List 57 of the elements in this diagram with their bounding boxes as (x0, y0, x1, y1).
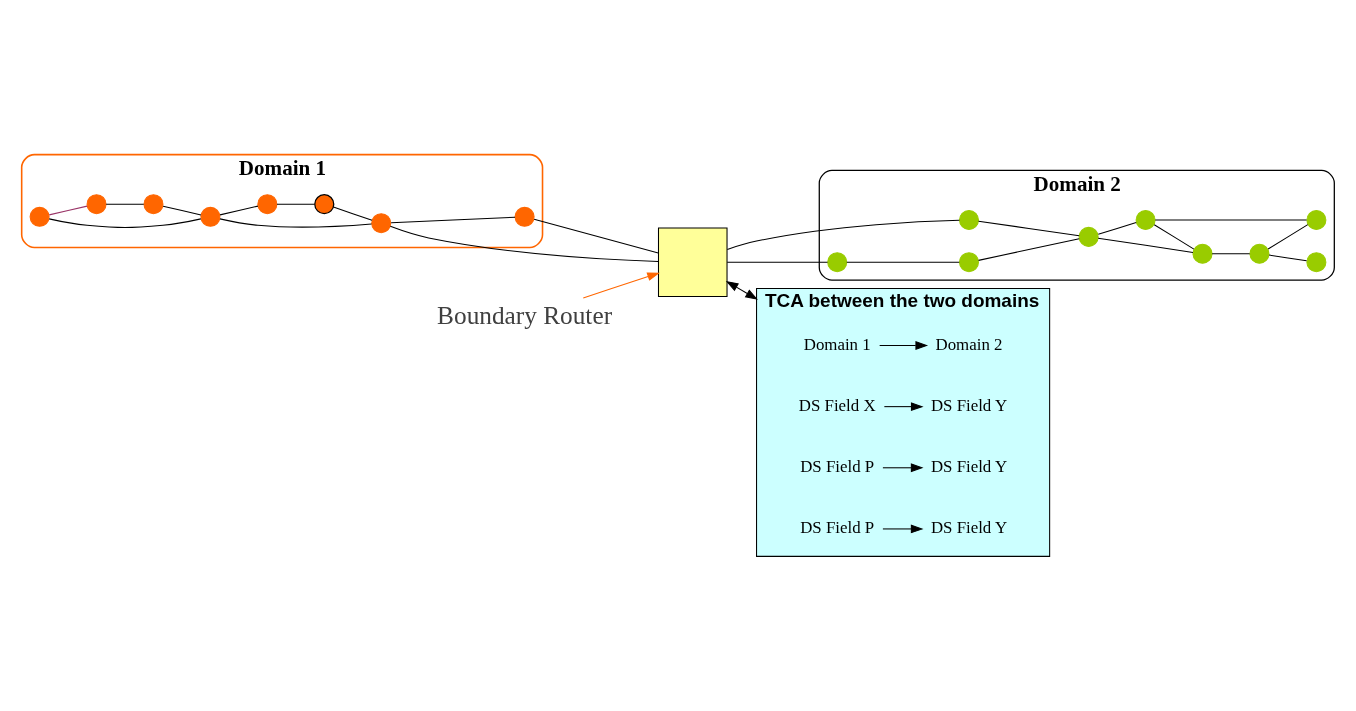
node-circle (1249, 243, 1270, 264)
node-circle (314, 194, 335, 215)
arrow (879, 341, 929, 350)
node-circle (257, 194, 278, 215)
connector (48, 205, 88, 216)
node-circle (958, 210, 979, 231)
node-circle (1306, 210, 1327, 231)
node-box (657, 227, 728, 297)
node-circle (958, 252, 979, 273)
connector (219, 205, 259, 216)
connector (1097, 222, 1137, 235)
connector (533, 218, 659, 254)
node-text: Boundary Router (437, 300, 613, 329)
connector (389, 225, 659, 262)
connector (48, 218, 202, 229)
connector (219, 218, 373, 228)
node-circle (1306, 252, 1327, 273)
connector (332, 206, 373, 221)
connector (726, 219, 960, 250)
connector (1097, 237, 1194, 253)
node-text: Domain 1 (803, 334, 871, 354)
node-circle (1192, 243, 1213, 264)
arrow (883, 402, 924, 412)
node-circle (86, 194, 107, 215)
node-circle (1078, 226, 1099, 247)
node-circle (143, 194, 164, 215)
node-text: DS Field Y (930, 395, 1008, 415)
node-circle (827, 252, 848, 273)
node-text: DS Field P (800, 517, 875, 537)
connector (276, 203, 316, 205)
node-circle (1135, 210, 1156, 231)
arrow (725, 280, 758, 300)
node-circle (514, 206, 535, 227)
connector (1267, 224, 1309, 250)
node-text: DS Field P (800, 456, 875, 476)
node-circle (371, 213, 392, 234)
arrow (882, 463, 924, 473)
arrow (882, 524, 924, 534)
cluster: Domain 2 (818, 169, 1335, 281)
node-circle (29, 206, 50, 227)
connector (1268, 254, 1308, 262)
node-text: Domain 2 (935, 334, 1003, 354)
connector (390, 216, 516, 224)
connector (162, 205, 202, 216)
node-text: DS Field X (798, 395, 876, 415)
connector (846, 261, 960, 263)
connector (977, 238, 1080, 261)
arrow (582, 272, 660, 299)
connector (105, 203, 145, 205)
connector (726, 261, 829, 263)
cluster: Domain 1 (20, 153, 544, 249)
node-text: DS Field Y (930, 517, 1008, 537)
connector (977, 220, 1080, 237)
node-circle (200, 206, 221, 227)
node-text: DS Field Y (930, 456, 1008, 476)
connector (1153, 224, 1195, 250)
connector (1211, 253, 1251, 255)
